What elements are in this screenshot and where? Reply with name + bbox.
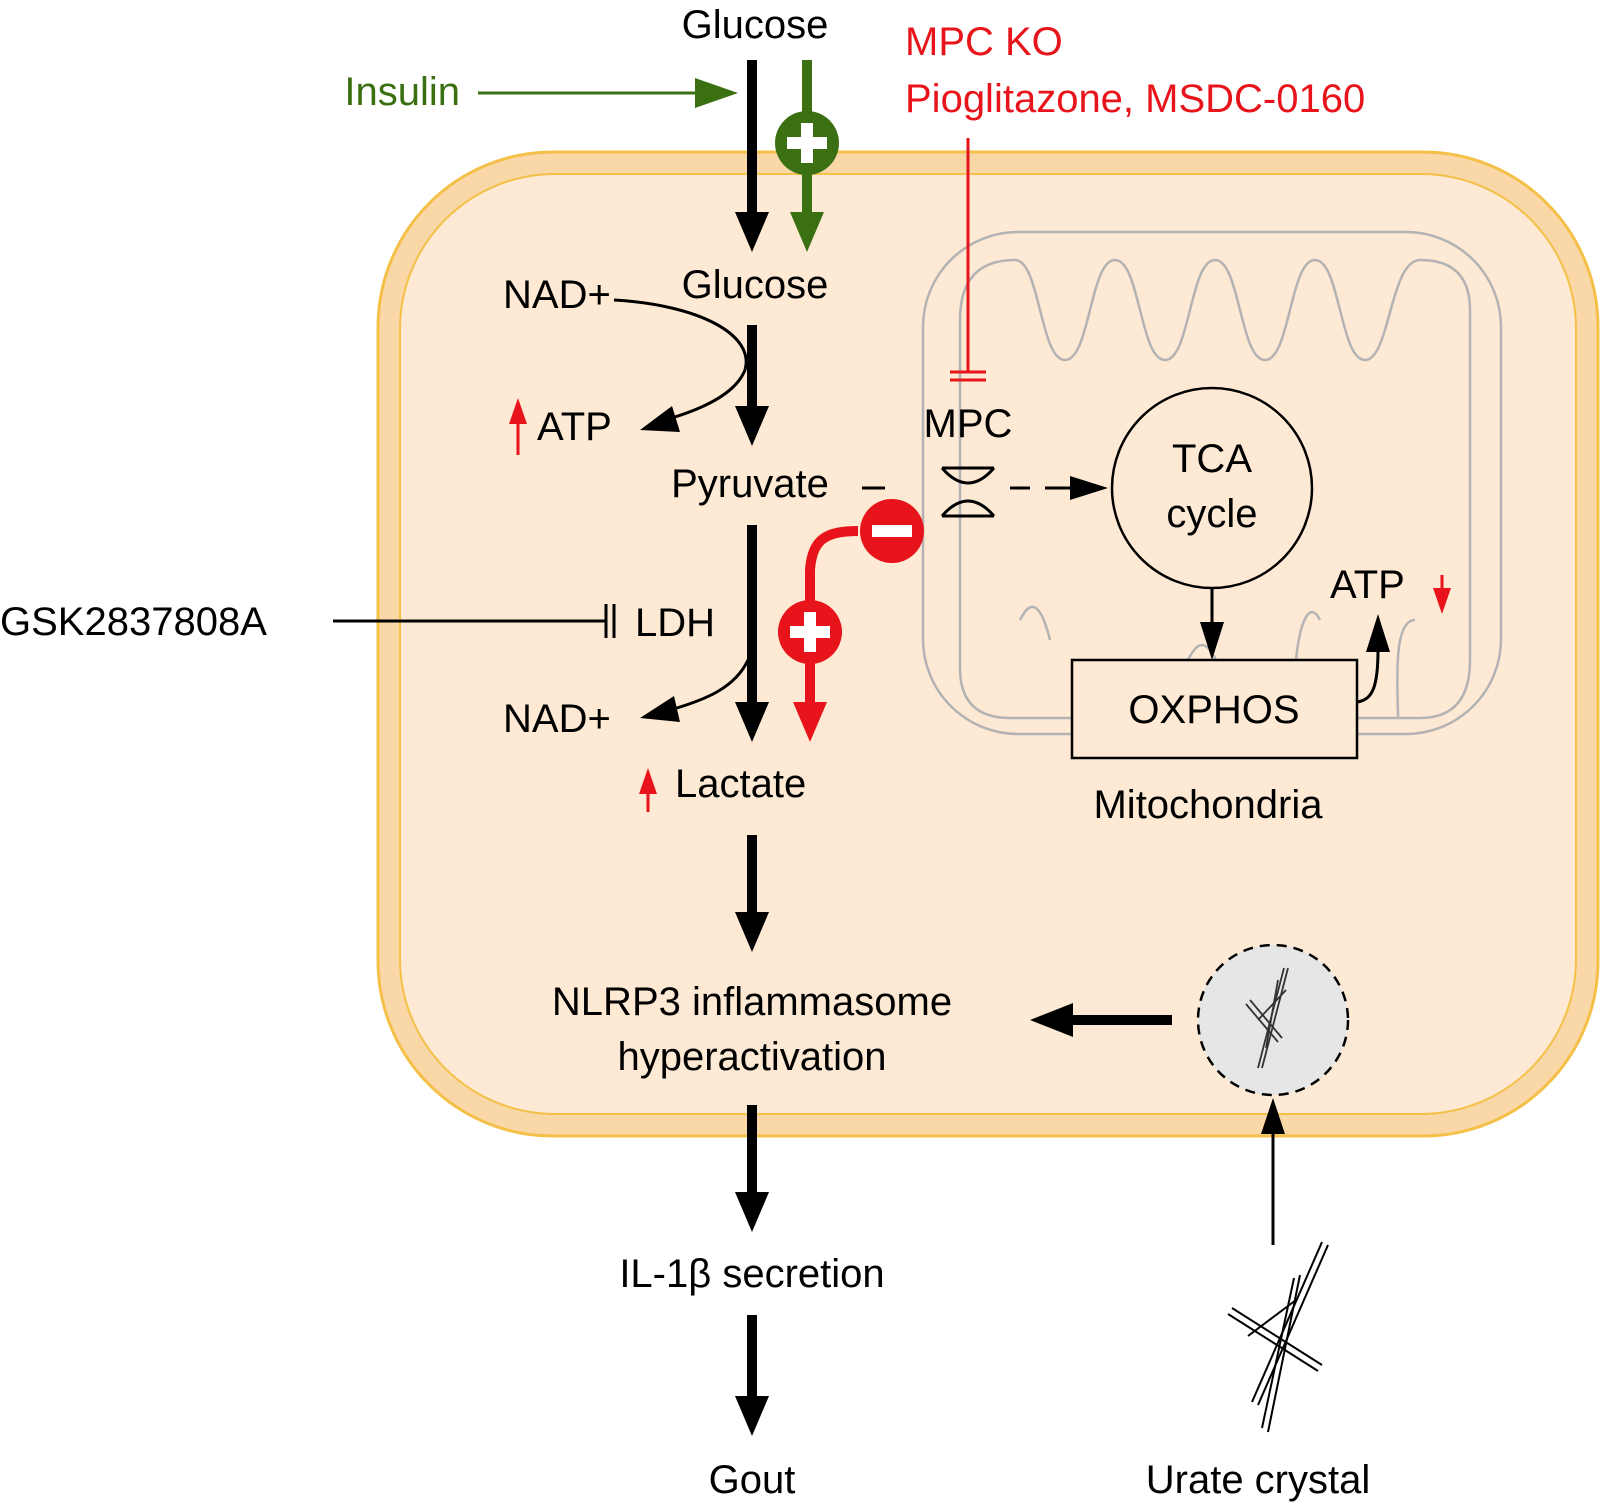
urate-crystal-label: Urate crystal — [1146, 1458, 1371, 1502]
mpc-ko-label: MPC KO — [905, 20, 1063, 64]
nad-top-label: NAD+ — [503, 273, 611, 317]
mpc-block-to-lactate-arrowhead — [793, 702, 827, 742]
glucose-inside-label: Glucose — [682, 263, 829, 307]
lactate-label: Lactate — [675, 762, 806, 806]
atp-glycolysis-label: ATP — [537, 405, 612, 449]
nad-to-atp-curve — [613, 298, 748, 422]
atp-up-red-arrow-icon — [509, 398, 527, 455]
internal-crystal-icon — [1245, 967, 1289, 1069]
crystal-to-nlrp3-arrowhead — [1030, 1003, 1073, 1037]
oxphos-box — [1070, 658, 1359, 760]
atp-mito-label: ATP — [1330, 563, 1405, 607]
ldh-label: LDH — [635, 601, 715, 645]
oxphos-to-atp-curve — [1356, 649, 1380, 704]
drugs-label: Pioglitazone, MSDC-0160 — [905, 77, 1365, 121]
pyruvate-label: Pyruvate — [671, 462, 829, 506]
lactate-plus-icon — [778, 600, 842, 664]
glycolysis-arrowhead — [735, 406, 769, 446]
phagosome-circle — [1196, 943, 1350, 1097]
inhibitor-label: GSK2837808A — [0, 600, 267, 644]
tca-cycle-circle — [1110, 386, 1314, 590]
gout-label: Gout — [709, 1458, 796, 1502]
minus-icon — [860, 499, 924, 563]
nad-to-atp-arrowhead — [640, 406, 680, 432]
ldh-to-nad-arrowhead — [640, 696, 680, 722]
nad-bottom-label: NAD+ — [503, 697, 611, 741]
mitochondrion-cristae — [958, 258, 1472, 720]
urate-crystal-icon — [1227, 1241, 1329, 1433]
il1b-label: IL-1β secretion — [619, 1252, 884, 1296]
atp-down-red-arrow-icon — [1433, 575, 1451, 614]
glucose-uptake-arrowhead — [735, 212, 769, 252]
mpc-transporter-icon — [940, 466, 996, 518]
mpc-label: MPC — [924, 402, 1013, 446]
oxphos-to-atp-arrowhead — [1366, 614, 1390, 652]
lactate-up-red-arrow-icon — [639, 768, 657, 812]
insulin-plus-icon — [775, 111, 839, 175]
pyruvate-to-lactate-arrowhead — [735, 702, 769, 742]
mitochondria-label: Mitochondria — [1093, 783, 1323, 827]
nlrp3-to-il1b-arrowhead — [735, 1192, 769, 1232]
il1b-to-gout-arrowhead — [735, 1396, 769, 1436]
glucose-outside-label: Glucose — [682, 3, 829, 47]
insulin-label: Insulin — [344, 70, 460, 114]
tca-to-oxphos-arrowhead — [1200, 622, 1224, 660]
ldh-to-nad-curve — [669, 659, 750, 712]
mpc-block-to-lactate-curve — [805, 526, 859, 705]
insulin-glucose-arrowhead — [790, 212, 824, 252]
mpc-to-tca-arrowhead — [1070, 476, 1108, 500]
urate-to-phagosome-arrowhead — [1261, 1098, 1285, 1134]
tca-label-line2: cycle — [1166, 492, 1257, 536]
insulin-arrowhead — [695, 78, 738, 108]
oxphos-label: OXPHOS — [1128, 688, 1299, 732]
lactate-to-nlrp3-arrowhead — [735, 912, 769, 952]
nlrp3-label-line1: NLRP3 inflammasome — [552, 980, 952, 1024]
tca-label-line1: TCA — [1172, 437, 1252, 481]
nlrp3-label-line2: hyperactivation — [617, 1035, 886, 1079]
